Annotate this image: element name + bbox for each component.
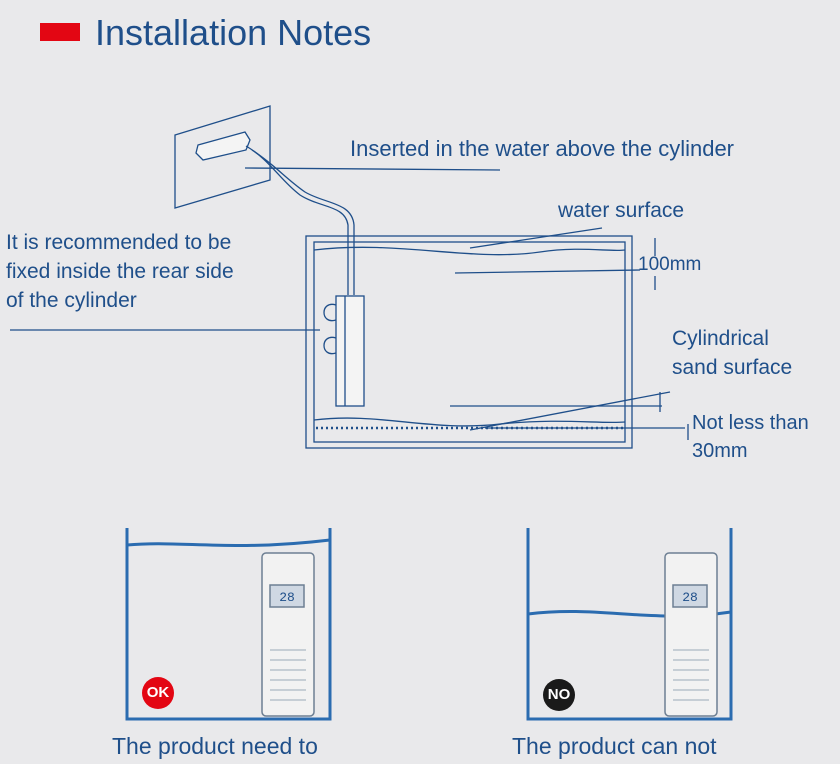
no-tank-outline — [526, 528, 733, 721]
recommend-label-line2: fixed inside the rear side — [6, 260, 234, 283]
heater-body — [335, 295, 365, 407]
ok-caption: The product need to — [112, 733, 318, 759]
power-cable-2 — [251, 149, 355, 295]
depth-label: 100mm — [638, 254, 702, 275]
aquarium-outer — [305, 235, 633, 449]
sand-label-line2: sand surface — [672, 356, 793, 379]
water-surface-line — [313, 246, 626, 256]
suction-cup-bottom — [323, 336, 337, 355]
wall-plate — [174, 105, 271, 209]
ok-water-line — [126, 538, 331, 548]
water-surface-label: water surface — [558, 199, 685, 222]
no-caption: The product can not — [512, 733, 717, 759]
ok-badge: OK — [142, 677, 174, 709]
no-heater — [664, 552, 718, 717]
recommend-label-line1: It is recommended to be — [6, 231, 232, 254]
title-marker — [40, 23, 80, 41]
no-heater-display: 28 — [682, 590, 698, 605]
power-cable — [245, 145, 349, 295]
min-label-line2: 30mm — [692, 440, 748, 462]
sand-label-line1: Cylindrical — [672, 327, 769, 350]
ok-tank-outline — [125, 528, 332, 721]
recommend-label-line3: of the cylinder — [6, 289, 137, 312]
inserted-label: Inserted in the water above the cylinder — [350, 136, 735, 161]
wall-controller — [195, 131, 251, 161]
ok-heater — [261, 552, 315, 717]
ok-heater-display: 28 — [279, 590, 295, 605]
page-title: Installation Notes — [95, 12, 372, 53]
ok-example — [125, 528, 332, 721]
min-label-line1: Not less than — [692, 412, 809, 434]
aquarium-inner — [313, 241, 626, 443]
sand-surface-line — [313, 417, 626, 427]
no-badge: NO — [543, 679, 575, 711]
suction-cup-top — [323, 303, 337, 322]
